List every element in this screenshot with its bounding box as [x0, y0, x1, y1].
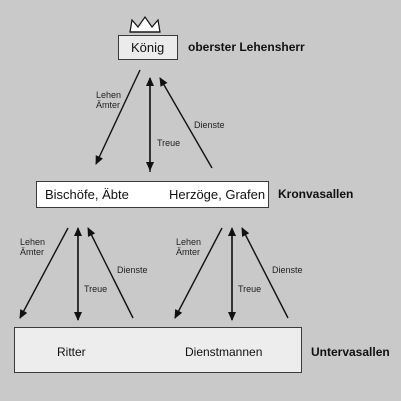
lower-left-aemter-label: Ämter	[20, 247, 45, 257]
upper-treue-label: Treue	[157, 138, 181, 148]
unter-side-label: Untervasallen	[311, 345, 390, 359]
kronvasallen-box: Bischöfe, Äbte Herzöge, Grafen	[36, 181, 269, 208]
lower-left-dienste-label: Dienste	[117, 265, 148, 275]
arrow-dienste-right-up	[241, 227, 289, 319]
king-label: König	[131, 40, 165, 55]
kron-left-label: Bischöfe, Äbte	[45, 187, 129, 202]
arrow-lehen-king-to-kron	[95, 69, 141, 165]
kron-right-label: Herzöge, Grafen	[169, 187, 266, 202]
arrow-lehen-right-down	[174, 227, 223, 319]
arrow-dienste-left-up	[87, 227, 134, 319]
arrow-lehen-left-down	[19, 227, 69, 319]
unter-right-label: Dienstmannen	[185, 345, 263, 359]
lower-left-lehen-label: Lehen	[20, 237, 46, 247]
unter-left-label: Ritter	[57, 345, 86, 359]
lower-right-treue-label: Treue	[238, 284, 262, 294]
king-box: König	[118, 35, 178, 60]
lower-left-treue-label: Treue	[84, 284, 108, 294]
upper-lehen-label: Lehen	[96, 90, 122, 100]
upper-aemter-label: Ämter	[96, 100, 121, 110]
untervasallen-box: Ritter Dienstmannen	[14, 327, 302, 373]
lower-right-aemter-label: Ämter	[176, 247, 201, 257]
arrow-dienste-kron-to-king	[159, 77, 213, 169]
kron-side-label: Kronvasallen	[278, 187, 354, 201]
crown-icon	[129, 15, 161, 33]
upper-dienste-label: Dienste	[194, 120, 225, 130]
lower-right-dienste-label: Dienste	[272, 265, 303, 275]
lower-right-lehen-label: Lehen	[176, 237, 202, 247]
king-side-label: oberster Lehensherr	[188, 40, 305, 54]
